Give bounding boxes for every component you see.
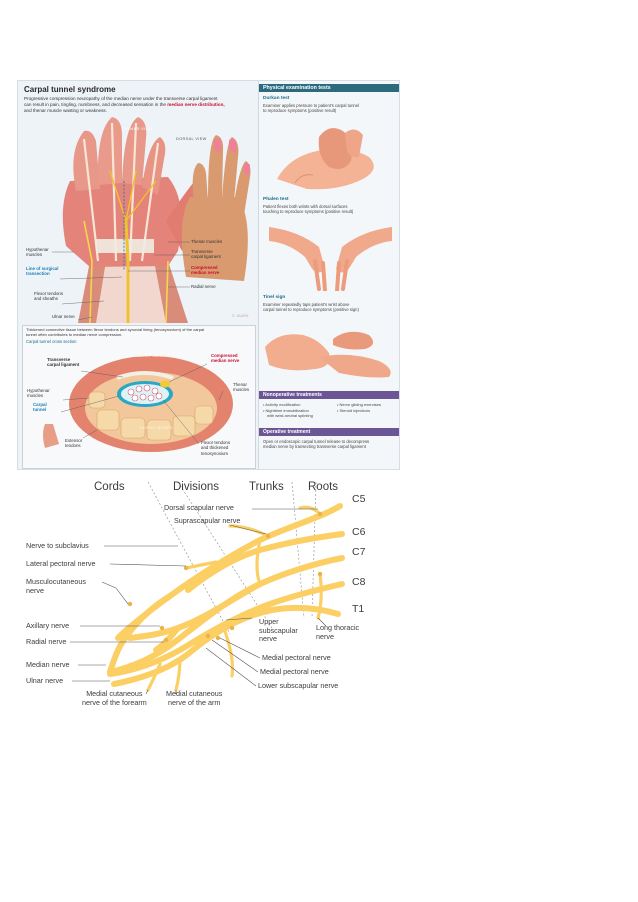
nonoperative-header: Nonoperative treatments — [259, 391, 399, 399]
carpal-bones-label: CARPAL BONES — [139, 426, 173, 430]
header-divisions: Divisions — [173, 481, 220, 493]
label-med-cut-forearm: Medial cutaneous nerve of the forearm — [82, 689, 147, 707]
label-ulnar-nerve: Ulnar nerve — [52, 314, 75, 319]
label-ulnar: Ulnar nerve — [26, 676, 64, 685]
nonop-item-gliding: • Nerve gliding exercises — [337, 402, 381, 407]
label-med-cut-arm: Medial cutaneous nerve of the arm — [166, 689, 223, 707]
cs-label-transverse: Transverse carpal ligament — [47, 357, 80, 368]
label-median: Median nerve — [26, 660, 70, 669]
tinel-sign-name: Tinel sign — [263, 295, 286, 300]
cs-label-compressed: Compressed median nerve — [211, 353, 240, 364]
phalen-test-name: Phalen test — [263, 197, 289, 202]
header-trunks: Trunks — [249, 481, 284, 493]
label-medial-pectoral-1: Medial pectoral nerve — [262, 653, 331, 662]
root-t1: T1 — [352, 603, 365, 615]
c8-root — [107, 581, 345, 677]
lateral-cord — [107, 593, 173, 675]
med-cut-arm — [174, 656, 182, 692]
cs-label-flexor: Flexor tendons and thickened tenosynoviu… — [201, 440, 231, 456]
label-surgical-line: Line of surgical transection — [26, 266, 59, 277]
label-upper-subscapular: Upper subscapular nerve — [259, 617, 298, 643]
durkan-test-desc: Examiner applies pressure to patient's c… — [263, 103, 360, 114]
label-lateral-pectoral: Lateral pectoral nerve — [26, 559, 96, 568]
exam-panel: Physical examination tests Durkan test E… — [258, 81, 399, 469]
c6-root — [185, 531, 345, 593]
palmar-view-label: PALMAR VIEW — [122, 127, 153, 131]
tinel-sign-desc: Examiner repeatedly taps patient's wrist… — [263, 302, 359, 313]
cross-section-panel: Thickened connective tissue between flex… — [22, 325, 256, 469]
durkan-test-name: Durkan test — [263, 96, 290, 101]
cs-label-extensor: Extensor tendons — [65, 438, 83, 449]
nerve-branch-points — [127, 511, 323, 643]
operative-header: Operative treatment — [259, 428, 399, 436]
operative-desc: Open or endoscopic carpal tunnel release… — [263, 439, 370, 450]
long-thoracic-branch — [316, 572, 323, 620]
figure-title: Carpal tunnel syndrome — [24, 85, 116, 94]
label-radial: Radial nerve — [26, 637, 67, 646]
header-cords: Cords — [94, 481, 125, 493]
durkan-test-illustration — [277, 128, 374, 190]
cross-section-title: Carpal tunnel cross section — [26, 339, 77, 344]
label-dorsal-scapular: Dorsal scapular nerve — [164, 503, 234, 512]
label-thenar-muscles: Thenar muscles — [191, 239, 223, 244]
header-roots: Roots — [308, 481, 339, 493]
cs-label-carpal-tunnel: Carpal tunnel — [33, 402, 47, 413]
label-medial-pectoral-2: Medial pectoral nerve — [260, 667, 329, 676]
palmar-hand-illustration — [52, 117, 251, 323]
root-c5: C5 — [352, 493, 366, 505]
cs-label-thenar: Thenar muscles — [233, 382, 250, 393]
dorsal-view-label: DORSAL VIEW — [176, 137, 207, 141]
upper-trunk-division — [255, 538, 262, 586]
carpal-tunnel-figure: Carpal tunnel syndrome Progressive compr… — [17, 80, 400, 470]
label-hypothenar-muscles: Hypothenar muscles — [26, 247, 49, 258]
figure-description: Progressive compression neuropathy of th… — [24, 96, 225, 113]
nonop-item-immobilization: • Nighttime immobilization with wrist-ne… — [263, 408, 313, 418]
root-c8: C8 — [352, 576, 366, 588]
label-long-thoracic: Long thoracic nerve — [316, 623, 360, 641]
label-lower-subscapular: Lower subscapular nerve — [258, 681, 339, 690]
label-nerve-to-subclavius: Nerve to subclavius — [26, 541, 89, 550]
cs-label-hypothenar: Hypothenar muscles — [27, 388, 50, 399]
phalen-test-desc: Patient flexes both wrists with dorsal s… — [263, 204, 354, 215]
medial-branches — [222, 626, 235, 678]
lateral-pectoral-branch — [184, 560, 218, 570]
suprascapular-branch — [228, 524, 270, 538]
palmar-surface-label: PALMAR SURFACE — [133, 354, 173, 358]
label-compressed-median-nerve: Compressed median nerve — [191, 265, 220, 276]
tinel-sign-illustration — [265, 331, 391, 378]
brachial-plexus-diagram: Cords Divisions Trunks Roots C5 C6 C7 C8… — [20, 478, 420, 718]
cross-section-illustration — [43, 356, 233, 452]
label-musculocutaneous: Musculocutaneous nerve — [26, 577, 86, 595]
physical-exam-header: Physical examination tests — [259, 84, 399, 92]
dorsal-scapular-branch — [298, 505, 322, 516]
credit-mark: © JAAPA — [232, 313, 249, 318]
phalen-test-illustration — [269, 227, 392, 291]
cross-section-caption: Thickened connective tissue between flex… — [26, 327, 205, 337]
plexus-nerve-drawing — [70, 481, 345, 695]
root-c7: C7 — [352, 546, 366, 558]
label-radial-nerve: Radial nerve — [191, 284, 216, 289]
label-flexor-tendons: Flexor tendons and sheaths — [34, 291, 64, 302]
nonop-item-steroid: • Steroid injections — [337, 408, 370, 413]
root-c6: C6 — [352, 526, 366, 538]
label-axillary: Axillary nerve — [26, 621, 70, 630]
med-cut-forearm — [146, 662, 162, 692]
label-transverse-ligament: Transverse carpal ligament — [191, 249, 221, 260]
nonop-item-activity: • Activity modification — [263, 402, 301, 407]
label-suprascapular: Suprascapular nerve — [174, 516, 241, 525]
